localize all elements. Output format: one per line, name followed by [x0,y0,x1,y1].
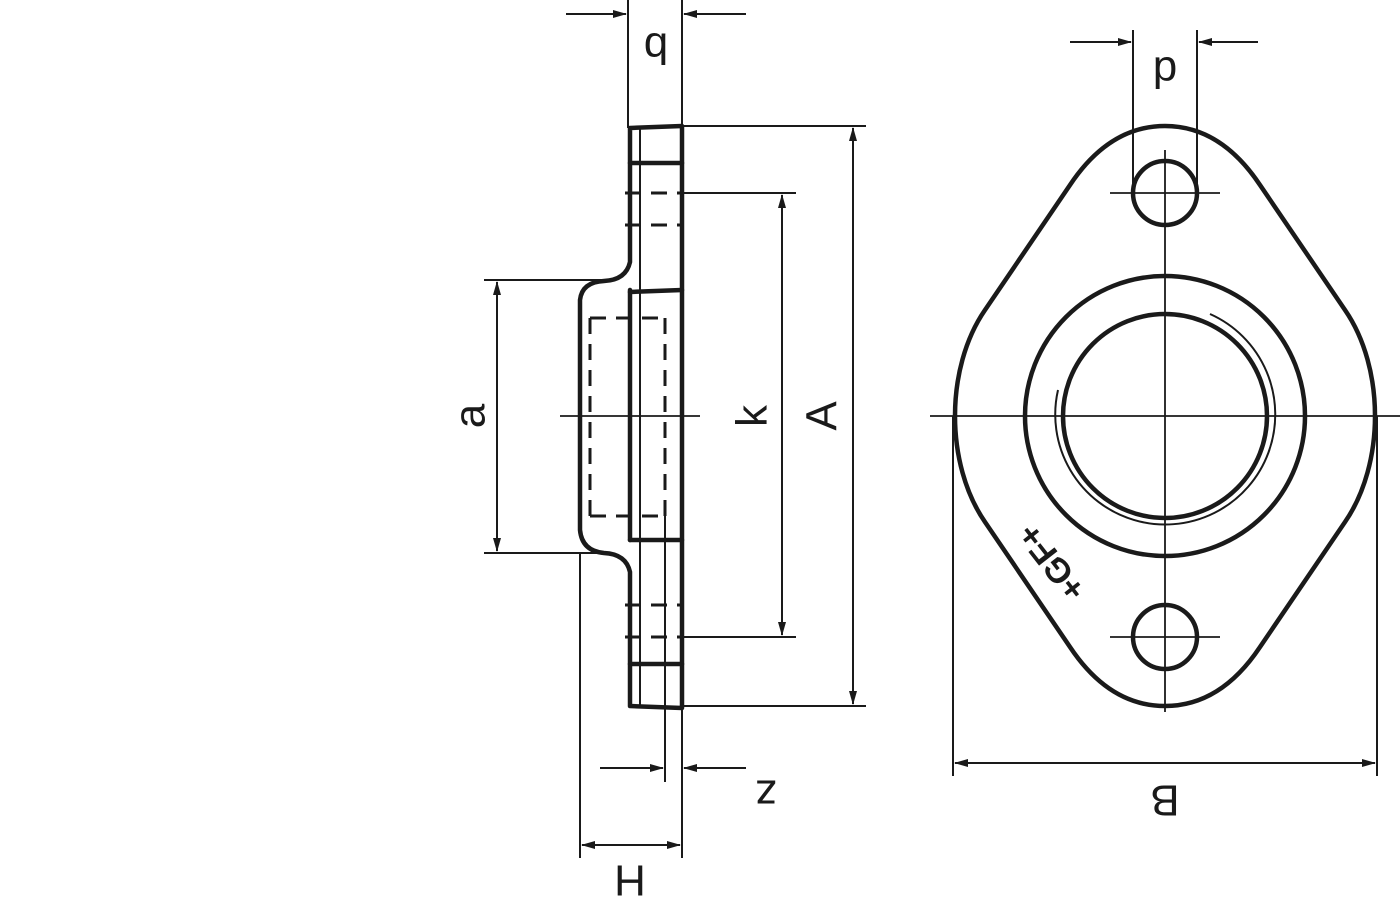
dimension-H: H [579,553,681,900]
dim-label-A: A [798,401,847,431]
front-view: +GF+ d B [930,30,1400,825]
dim-label-B: B [1150,776,1179,825]
dim-label-k: k [728,404,777,427]
dimension-B: B [952,416,1378,825]
dim-label-b: b [644,24,668,73]
thread-arc [1054,313,1277,526]
side-view: b a k A z [446,0,866,900]
dim-label-H: H [614,856,646,900]
dim-label-a: a [446,403,495,428]
hidden-lines [588,191,680,639]
dim-label-d: d [1153,48,1177,97]
dimension-A: A [682,125,866,707]
flange-outline [577,123,685,711]
dimension-d: d [1070,30,1258,193]
dimension-b: b [566,0,746,128]
dimension-k: k [682,192,796,638]
dimension-a: a [446,279,604,554]
dimension-z: z [600,516,777,858]
dim-label-z: z [755,771,777,820]
